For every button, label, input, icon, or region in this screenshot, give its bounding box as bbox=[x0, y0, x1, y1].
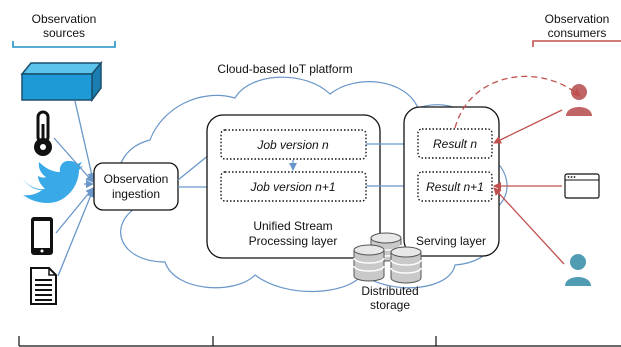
ingestion-label-line1: Observation bbox=[104, 172, 169, 186]
result-n1-label: Result n+1 bbox=[426, 180, 484, 194]
job-version-n1-box bbox=[220, 171, 367, 202]
document-icon bbox=[30, 267, 57, 305]
job-version-n1-label: Job version n+1 bbox=[249, 180, 335, 194]
thermometer-icon bbox=[34, 110, 52, 156]
processing-label-line2: Processing layer bbox=[249, 234, 338, 248]
result-n-box bbox=[417, 128, 493, 159]
job-version-n-label: Job version n bbox=[256, 138, 329, 152]
consumers-title-line2: consumers bbox=[548, 26, 607, 40]
sources-bracket bbox=[12, 41, 116, 48]
source-arrows bbox=[53, 100, 96, 277]
bottom-timeline-bracket bbox=[18, 336, 621, 347]
result-n-label: Result n bbox=[433, 137, 477, 151]
twitter-bird-icon bbox=[22, 160, 83, 203]
storage-label-line2: storage bbox=[370, 298, 410, 312]
serving-layer-label: Serving layer bbox=[416, 234, 486, 248]
sensor-box-icon bbox=[20, 60, 103, 103]
database-cylinders-icon bbox=[353, 232, 422, 284]
consumers-title-line1: Observation bbox=[545, 12, 610, 26]
platform-title: Cloud-based IoT platform bbox=[217, 62, 352, 76]
consumer-arrows bbox=[454, 75, 581, 265]
processing-label-line1: Unified Stream bbox=[253, 219, 332, 233]
user-icon bbox=[565, 254, 591, 286]
consumers-bracket bbox=[532, 40, 621, 47]
smartphone-icon bbox=[31, 217, 53, 255]
ingestion-label-line2: ingestion bbox=[112, 187, 160, 201]
sources-title-line1: Observation bbox=[32, 12, 97, 26]
storage-label-line1: Distributed bbox=[361, 284, 418, 298]
job-version-n-box bbox=[220, 129, 367, 160]
sources-title-line2: sources bbox=[43, 26, 85, 40]
result-n1-box bbox=[417, 171, 493, 202]
browser-window-icon bbox=[564, 173, 600, 199]
